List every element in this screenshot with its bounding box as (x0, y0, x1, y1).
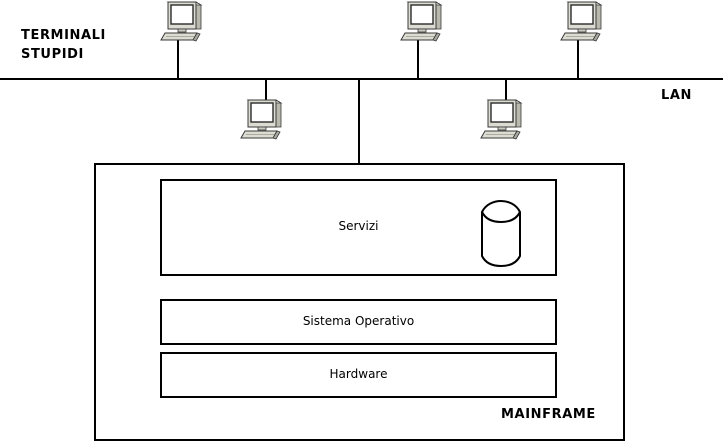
computer-terminal-icon (400, 1, 442, 42)
computer-terminal-icon (480, 99, 522, 140)
lan-label: LAN (661, 88, 693, 103)
database-cylinder-icon (481, 199, 521, 268)
computer-terminal-icon (240, 99, 282, 140)
os-layer-box: Sistema Operativo (160, 299, 557, 345)
services-layer-label: Servizi (338, 219, 379, 233)
terminals-label-line1: TERMINALI (21, 28, 106, 43)
computer-terminal-icon (560, 1, 602, 42)
hardware-layer-label: Hardware (329, 367, 388, 381)
hardware-layer-box: Hardware (160, 352, 557, 398)
terminals-label-line2: STUPIDI (21, 47, 84, 62)
mainframe-label: MAINFRAME (501, 407, 596, 422)
computer-terminal-icon (160, 1, 202, 42)
os-layer-label: Sistema Operativo (302, 314, 415, 328)
